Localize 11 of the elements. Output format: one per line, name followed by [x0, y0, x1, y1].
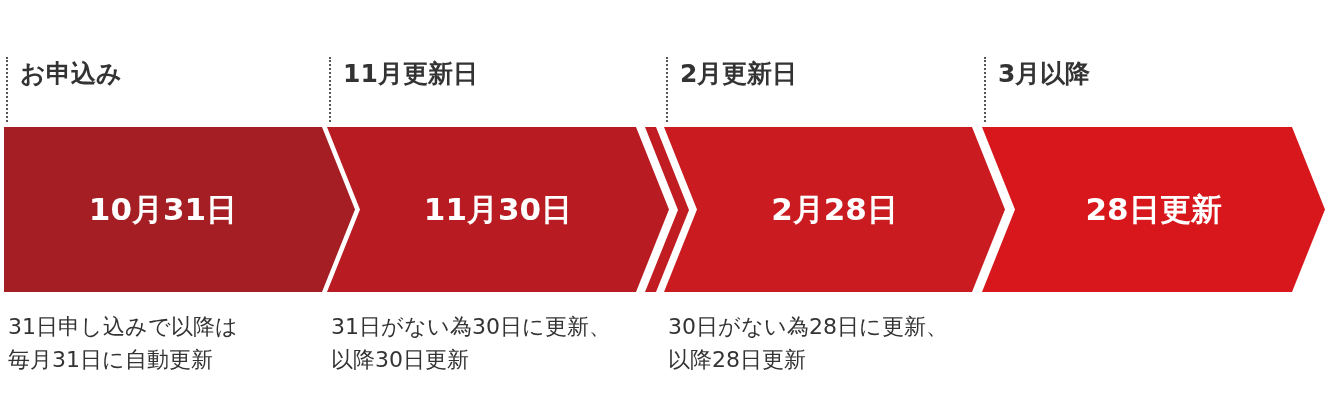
date-label: 11月30日: [423, 189, 573, 229]
note-text: 31日がない為30日に更新、以降30日更新: [331, 313, 612, 374]
milestone-heading: 2月更新日: [680, 58, 798, 90]
milestone-heading: お申込み: [20, 58, 122, 90]
note-text: 31日申し込みで以降は毎月31日に自動更新: [8, 313, 239, 374]
milestone-heading: 11月更新日: [343, 58, 478, 90]
note-text: 30日がない為28日に更新、以降28日更新: [668, 313, 949, 374]
date-label: 2月28日: [771, 189, 898, 229]
date-label: 10月31日: [88, 189, 238, 229]
milestone-heading: 3月以降: [998, 58, 1091, 90]
date-label: 28日更新: [1085, 189, 1222, 229]
